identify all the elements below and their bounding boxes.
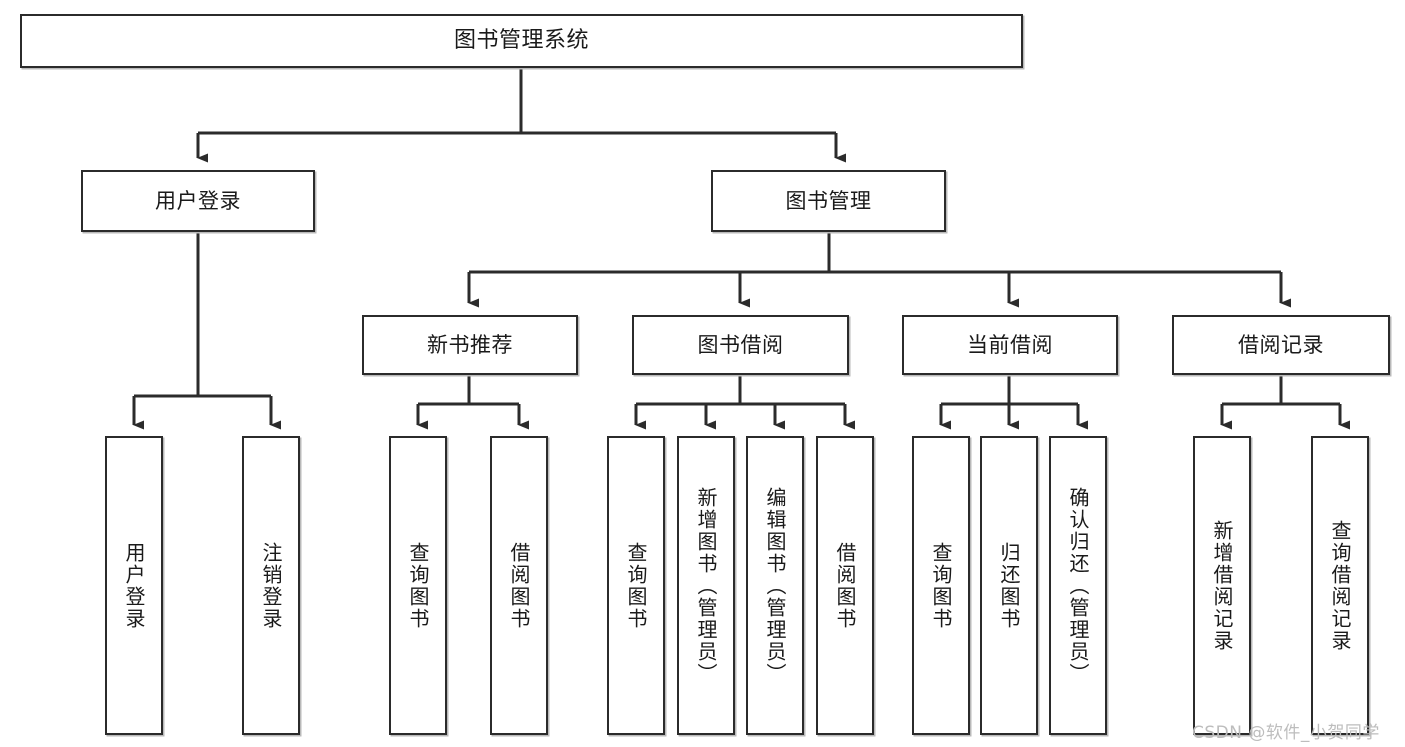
leaf-confirm-return-label: 确认归还（管理员） [1066,486,1090,685]
leaf-query-book-2[interactable]: 查询图书 [607,436,665,735]
node-borrow-record[interactable]: 借阅记录 [1172,315,1390,375]
node-borrow-record-label: 借阅记录 [1238,332,1324,357]
leaf-logout-login[interactable]: 注销登录 [242,436,300,735]
node-new-book-recommend[interactable]: 新书推荐 [362,315,578,375]
leaf-return-book[interactable]: 归还图书 [980,436,1038,735]
leaf-query-record[interactable]: 查询借阅记录 [1311,436,1369,735]
node-book-borrow[interactable]: 图书借阅 [632,315,849,375]
leaf-borrow-book-2[interactable]: 借阅图书 [816,436,874,735]
leaf-query-book-3[interactable]: 查询图书 [912,436,970,735]
leaf-add-record[interactable]: 新增借阅记录 [1193,436,1251,735]
node-root[interactable]: 图书管理系统 [20,14,1023,68]
leaf-edit-book-label: 编辑图书（管理员） [763,486,787,685]
leaf-logout-login-label: 注销登录 [259,541,283,630]
node-book-management[interactable]: 图书管理 [711,170,946,232]
leaf-add-record-label: 新增借阅记录 [1210,519,1234,652]
leaf-return-book-label: 归还图书 [997,541,1021,630]
leaf-query-record-label: 查询借阅记录 [1328,519,1352,652]
leaf-user-login[interactable]: 用户登录 [105,436,163,735]
node-current-borrow-label: 当前借阅 [967,332,1053,357]
node-book-management-label: 图书管理 [785,188,872,213]
leaf-query-book-2-label: 查询图书 [624,541,648,630]
leaf-borrow-book-1[interactable]: 借阅图书 [490,436,548,735]
node-new-book-recommend-label: 新书推荐 [427,332,513,357]
leaf-query-book-1-label: 查询图书 [406,541,430,630]
leaf-borrow-book-2-label: 借阅图书 [833,541,857,630]
leaf-add-book[interactable]: 新增图书（管理员） [677,436,735,735]
leaf-query-book-1[interactable]: 查询图书 [389,436,447,735]
leaf-borrow-book-1-label: 借阅图书 [507,541,531,630]
node-user-login[interactable]: 用户登录 [81,170,315,232]
leaf-query-book-3-label: 查询图书 [929,541,953,630]
node-current-borrow[interactable]: 当前借阅 [902,315,1118,375]
node-root-label: 图书管理系统 [453,28,589,54]
leaf-add-book-label: 新增图书（管理员） [694,486,718,685]
node-book-borrow-label: 图书借阅 [697,332,784,357]
node-user-login-label: 用户登录 [155,188,241,213]
leaf-confirm-return[interactable]: 确认归还（管理员） [1049,436,1107,735]
leaf-edit-book[interactable]: 编辑图书（管理员） [746,436,804,735]
leaf-user-login-label: 用户登录 [122,541,146,630]
